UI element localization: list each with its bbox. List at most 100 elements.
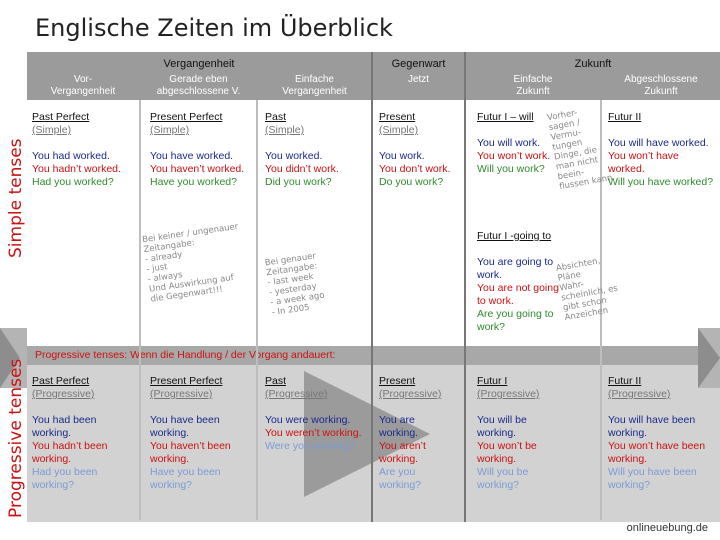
positive-form: You are working. — [379, 414, 419, 439]
question-form: Have you worked? — [150, 176, 237, 188]
negative-form: You hadn’t been working. — [32, 440, 108, 465]
note-past: Bei genauer Zeitangabe: - last week - ye… — [264, 251, 326, 318]
tense-name: Past Perfect — [32, 111, 90, 123]
header-sub-jetzt: Jetzt — [407, 74, 430, 85]
cell-simple-present: Present (Simple) You work. You don’t wor… — [379, 111, 463, 189]
cell-prog-present-perfect: Present Perfect (Progressive) You have b… — [150, 375, 254, 492]
tense-name: Past Perfect — [32, 375, 90, 387]
question-form: Are you going to work? — [477, 308, 554, 333]
tense-sub: (Progressive) — [265, 388, 328, 400]
positive-form: You are going to work. — [477, 256, 554, 281]
tense-name: Present Perfect — [150, 111, 223, 123]
header-future: Zukunft — [574, 58, 612, 70]
header-present: Gegenwart — [391, 58, 446, 70]
divider — [139, 100, 141, 520]
arrow-decoration — [0, 328, 720, 388]
header-sub-vor: Vor- Vergangenheit — [50, 74, 116, 97]
tense-name: Past — [265, 111, 287, 123]
tense-sub: (Progressive) — [32, 388, 95, 400]
tense-name: Futur I – will — [477, 111, 534, 123]
positive-form: You have been working. — [150, 414, 220, 439]
positive-form: You had been working. — [32, 414, 97, 439]
page-title: Englische Zeiten im Überblick — [35, 14, 393, 42]
negative-form: You haven’t been working. — [150, 440, 231, 465]
tense-name: Futur II — [608, 111, 642, 123]
cell-prog-futur2: Futur II (Progressive) You will have bee… — [608, 375, 716, 492]
tense-name: Past — [265, 375, 287, 387]
question-form: Have you been working? — [150, 466, 221, 491]
question-form: Will you work? — [477, 163, 545, 175]
header-sub-einfachev: Einfache Vergangenheit — [282, 74, 347, 97]
cell-simple-futur2: Futur II You will have worked. You won’t… — [608, 111, 716, 189]
question-form: Do you work? — [379, 176, 444, 188]
cell-simple-past: Past (Simple) You worked. You didn’t wor… — [265, 111, 369, 189]
negative-form: You don’t work. — [379, 163, 451, 175]
question-form: Did you work? — [265, 176, 332, 188]
side-label-progressive: Progressive tenses — [6, 358, 26, 518]
cell-prog-past-perfect: Past Perfect (Progressive) You had been … — [32, 375, 137, 492]
positive-form: You will be working. — [477, 414, 527, 439]
footer-source: onlineuebung.de — [626, 522, 708, 534]
positive-form: You had worked. — [32, 150, 110, 162]
cell-prog-futur1: Futur I (Progressive) You will be workin… — [477, 375, 567, 492]
note-will: Vorher- sagen / Vermu- tungen Dinge, die… — [546, 108, 614, 193]
cell-simple-futur1-will: Futur I – will You will work. You won’t … — [477, 111, 557, 176]
tense-sub: (Simple) — [32, 124, 72, 136]
negative-form: You haven’t worked. — [150, 163, 245, 175]
question-form: Are you working? — [379, 466, 422, 491]
negative-form: You aren’t working. — [379, 440, 426, 465]
negative-form: You hadn’t worked. — [32, 163, 121, 175]
header-sub-abgeschlossen: Abgeschlossene Zukunft — [624, 74, 698, 97]
tense-sub: (Progressive) — [379, 388, 442, 400]
progressive-banner-bar — [27, 346, 720, 365]
negative-form: You won’t work. — [477, 150, 551, 162]
negative-form: You didn’t work. — [265, 163, 339, 175]
tense-name: Present Perfect — [150, 375, 223, 387]
tense-name: Futur I — [477, 375, 508, 387]
note-going: Absichten, Pläne Wahr- scheinlich, es gi… — [555, 256, 619, 324]
question-form: Were you working? — [265, 440, 355, 452]
divider — [371, 52, 373, 522]
cell-simple-present-perfect: Present Perfect (Simple) You have worked… — [150, 111, 255, 189]
progressive-banner: Progressive tenses: Wenn die Handlung / … — [35, 349, 336, 361]
positive-form: You were working. — [265, 414, 351, 426]
question-form: Had you been working? — [32, 466, 98, 491]
header-sub-einfachez: Einfache Zukunft — [513, 74, 553, 97]
question-form: Will you have worked? — [608, 176, 714, 188]
divider — [600, 100, 602, 520]
cell-simple-futur1-going: Futur I -going to You are going to work.… — [477, 230, 569, 334]
question-form: Will you have been working? — [608, 466, 697, 491]
tense-sub: (Simple) — [265, 124, 305, 136]
tense-name: Present — [379, 111, 416, 123]
negative-form: You weren’t working. — [265, 427, 362, 439]
positive-form: You work. — [379, 150, 425, 162]
negative-form: You won’t be working. — [477, 440, 537, 465]
tense-sub: (Simple) — [379, 124, 419, 136]
question-form: Will you be working? — [477, 466, 529, 491]
tense-sub: (Progressive) — [608, 388, 671, 400]
side-label-simple: Simple tenses — [6, 138, 26, 258]
note-present-perfect: Bei keiner / ungenauer Zeitangabe: - alr… — [141, 221, 239, 305]
tense-name: Present — [379, 375, 416, 387]
negative-form: You are not going to work. — [477, 282, 559, 307]
divider — [256, 100, 258, 520]
header-sub-gerade: Gerade eben abgeschlossene V. — [156, 74, 241, 97]
header-bar — [27, 52, 720, 100]
tense-name: Futur I -going to — [477, 230, 552, 242]
positive-form: You will have been working. — [608, 414, 696, 439]
positive-form: You will have worked. — [608, 137, 709, 149]
positive-form: You have worked. — [150, 150, 234, 162]
tense-sub: (Progressive) — [477, 388, 540, 400]
cell-prog-past: Past (Progressive) You were working. You… — [265, 375, 371, 453]
tense-sub: (Progressive) — [150, 388, 213, 400]
cell-prog-present: Present (Progressive) You are working. Y… — [379, 375, 449, 492]
negative-form: You won’t have worked. — [608, 150, 679, 175]
play-icon — [304, 371, 430, 497]
question-form: Had you worked? — [32, 176, 114, 188]
negative-form: You won’t have been working. — [608, 440, 706, 465]
header-past: Vergangenheit — [163, 58, 235, 70]
positive-form: You worked. — [265, 150, 323, 162]
cell-simple-past-perfect: Past Perfect (Simple) You had worked. Yo… — [32, 111, 137, 189]
divider — [464, 52, 466, 522]
tense-sub: (Simple) — [150, 124, 190, 136]
